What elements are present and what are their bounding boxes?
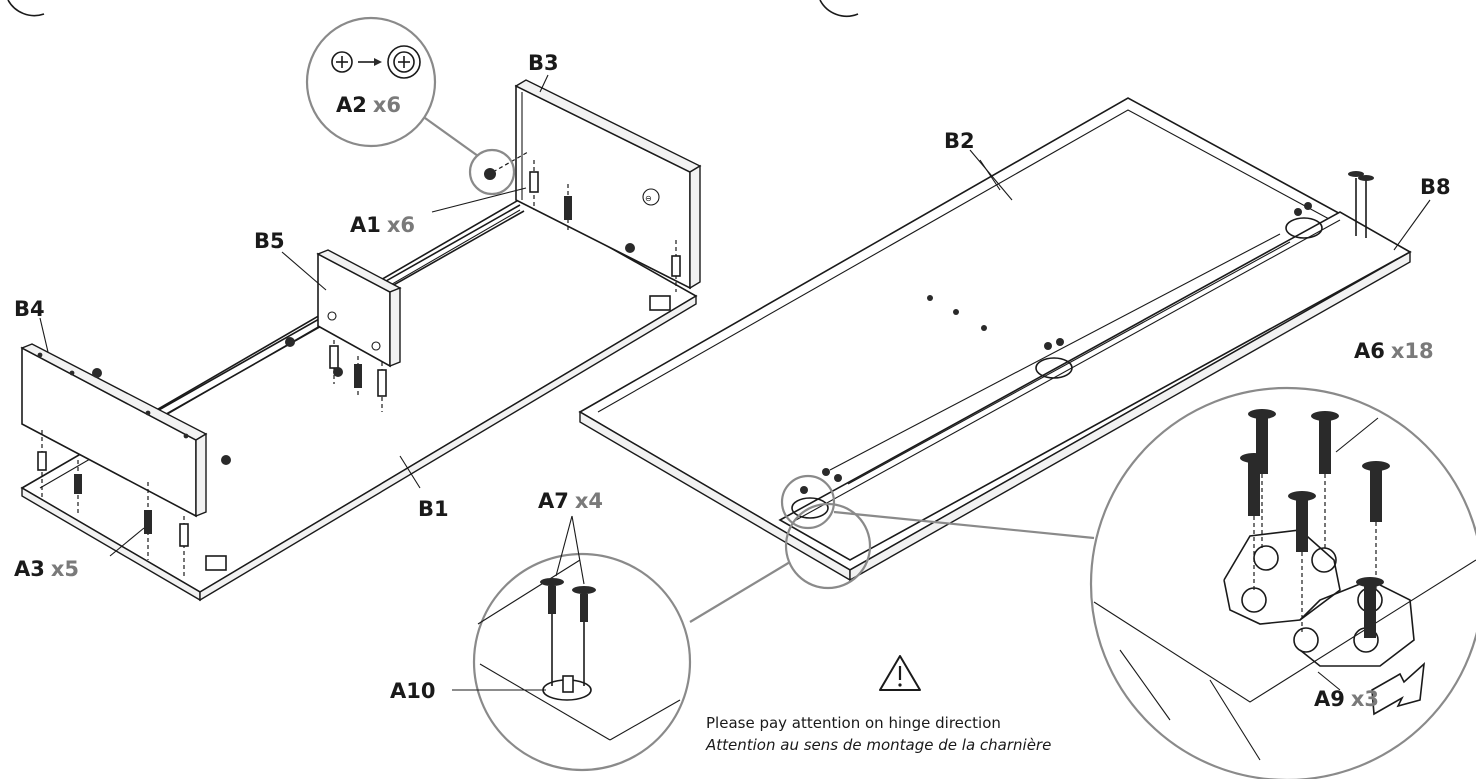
screws-a6 [1240,409,1390,638]
panel-b8 [778,211,1412,561]
quantity-a2: x6 [373,93,401,117]
left-assembly: ⊖ [14,16,702,602]
label-b1: B1 [418,497,449,521]
label-b3: B3 [528,51,559,75]
leader-b2 [969,149,1013,201]
leader-b5 [281,251,327,291]
step-circle-right [819,0,859,17]
part-code-a1: A1 [350,213,381,237]
hinges [791,171,1374,519]
leader-a3 [109,527,145,557]
quantity-a3: x5 [51,557,79,581]
label-b5: B5 [254,229,285,253]
quantity-a1: x6 [387,213,415,237]
callout-a2 [305,16,516,196]
fittings-left [37,151,681,578]
label-b4: B4 [14,297,45,321]
part-code-a6: A6 [1354,339,1385,363]
step-circle-left [7,0,45,17]
leader-b1 [399,455,421,489]
leader-a1 [431,187,527,213]
callout-a6 [780,386,1476,779]
panel-b4 [20,343,208,518]
warning-triangle-icon [879,655,921,691]
callout-a7 [452,502,872,772]
leader-b8 [1393,199,1431,251]
direction-arrow-icon [1371,661,1426,716]
panel-b2 [578,97,1412,582]
leader-b4 [39,317,49,353]
panel-b5 [316,249,402,368]
label-b2: B2 [944,129,975,153]
hinge-warning: Please pay attention on hinge direction … [705,655,1051,754]
part-code-a9: A9 [1314,687,1345,711]
quantity-a9: x3 [1351,687,1379,711]
quantity-a6: x18 [1391,339,1434,363]
warning-text-fr: Attention au sens de montage de la charn… [705,736,1051,754]
part-code-a2: A2 [336,93,367,117]
label-b8: B8 [1420,175,1451,199]
quantity-a7: x4 [575,489,603,513]
svg-text:⊖: ⊖ [645,194,652,203]
part-code-a7: A7 [538,489,569,513]
label-a10: A10 [390,679,435,703]
part-code-a3: A3 [14,557,45,581]
warning-text-en: Please pay attention on hinge direction [706,714,1001,732]
leader-b3 [539,74,549,93]
panel-b3: ⊖ [514,79,702,290]
